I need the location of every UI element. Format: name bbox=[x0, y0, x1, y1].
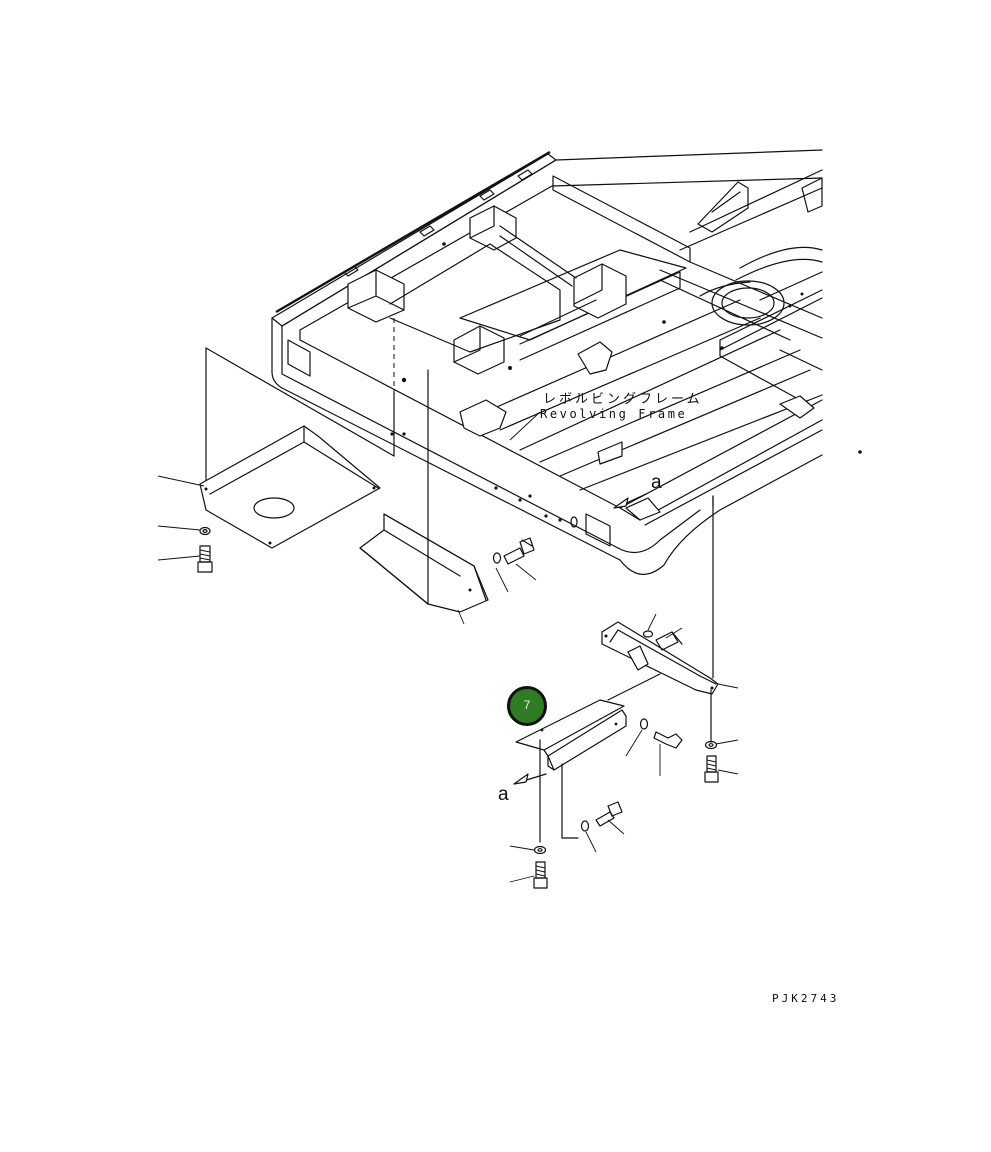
center-washer bbox=[492, 552, 502, 564]
leader-frame-label bbox=[509, 411, 541, 441]
stay-washer-upper bbox=[642, 630, 654, 638]
view-arrow-lower bbox=[513, 773, 547, 785]
leader-left-cover bbox=[157, 475, 205, 487]
leader-center-plate bbox=[457, 609, 465, 625]
bracket-bolt-bottom bbox=[533, 861, 548, 889]
leader-right-bolt bbox=[717, 769, 739, 775]
bracket-washer-lower bbox=[580, 820, 590, 832]
leader-stay-washer bbox=[647, 613, 657, 631]
leader-bracket-washer-right bbox=[625, 729, 643, 757]
leader-bracket-washer-lower bbox=[585, 831, 597, 853]
left-cover-bolt bbox=[197, 545, 213, 573]
bracket-washer-bottom bbox=[533, 845, 547, 855]
bracket-washer-right bbox=[639, 718, 649, 730]
leader-right-washer bbox=[715, 739, 739, 745]
frame-label-english: Revolving Frame bbox=[540, 407, 688, 421]
view-marker-lower: a bbox=[498, 784, 509, 805]
leader-stay-bolt bbox=[665, 627, 683, 639]
center-bracket-plate bbox=[359, 318, 489, 613]
view-arrow-upper bbox=[613, 493, 647, 509]
leader-bracket-bolt-lower bbox=[607, 819, 625, 835]
bracket-bolt-lower bbox=[595, 801, 623, 827]
leader-bracket-washer-bottom bbox=[509, 845, 535, 851]
left-under-cover bbox=[199, 347, 395, 549]
leader-bracket-bolt-bottom bbox=[509, 875, 535, 883]
right-stay-bar bbox=[601, 495, 719, 701]
leader-left-bolt bbox=[157, 555, 201, 561]
callout-badge[interactable]: 7 bbox=[507, 686, 547, 726]
frame-label-japanese: レボルビングフレーム bbox=[543, 392, 703, 407]
leader-stay-bar bbox=[717, 683, 739, 689]
leader-left-washer bbox=[157, 525, 201, 531]
right-bolt bbox=[704, 755, 719, 783]
lower-bracket bbox=[515, 699, 627, 843]
leader-center-bolt bbox=[515, 563, 537, 581]
center-bolt bbox=[503, 537, 535, 565]
revolving-frame bbox=[271, 149, 862, 575]
left-cover-washer bbox=[199, 526, 211, 536]
stay-bolt-upper bbox=[655, 631, 683, 651]
drawing-code: PJK2743 bbox=[772, 992, 840, 1005]
bracket-bolt-right bbox=[653, 731, 683, 749]
leader-center-washer bbox=[495, 567, 509, 593]
view-marker-upper: a bbox=[651, 472, 662, 493]
